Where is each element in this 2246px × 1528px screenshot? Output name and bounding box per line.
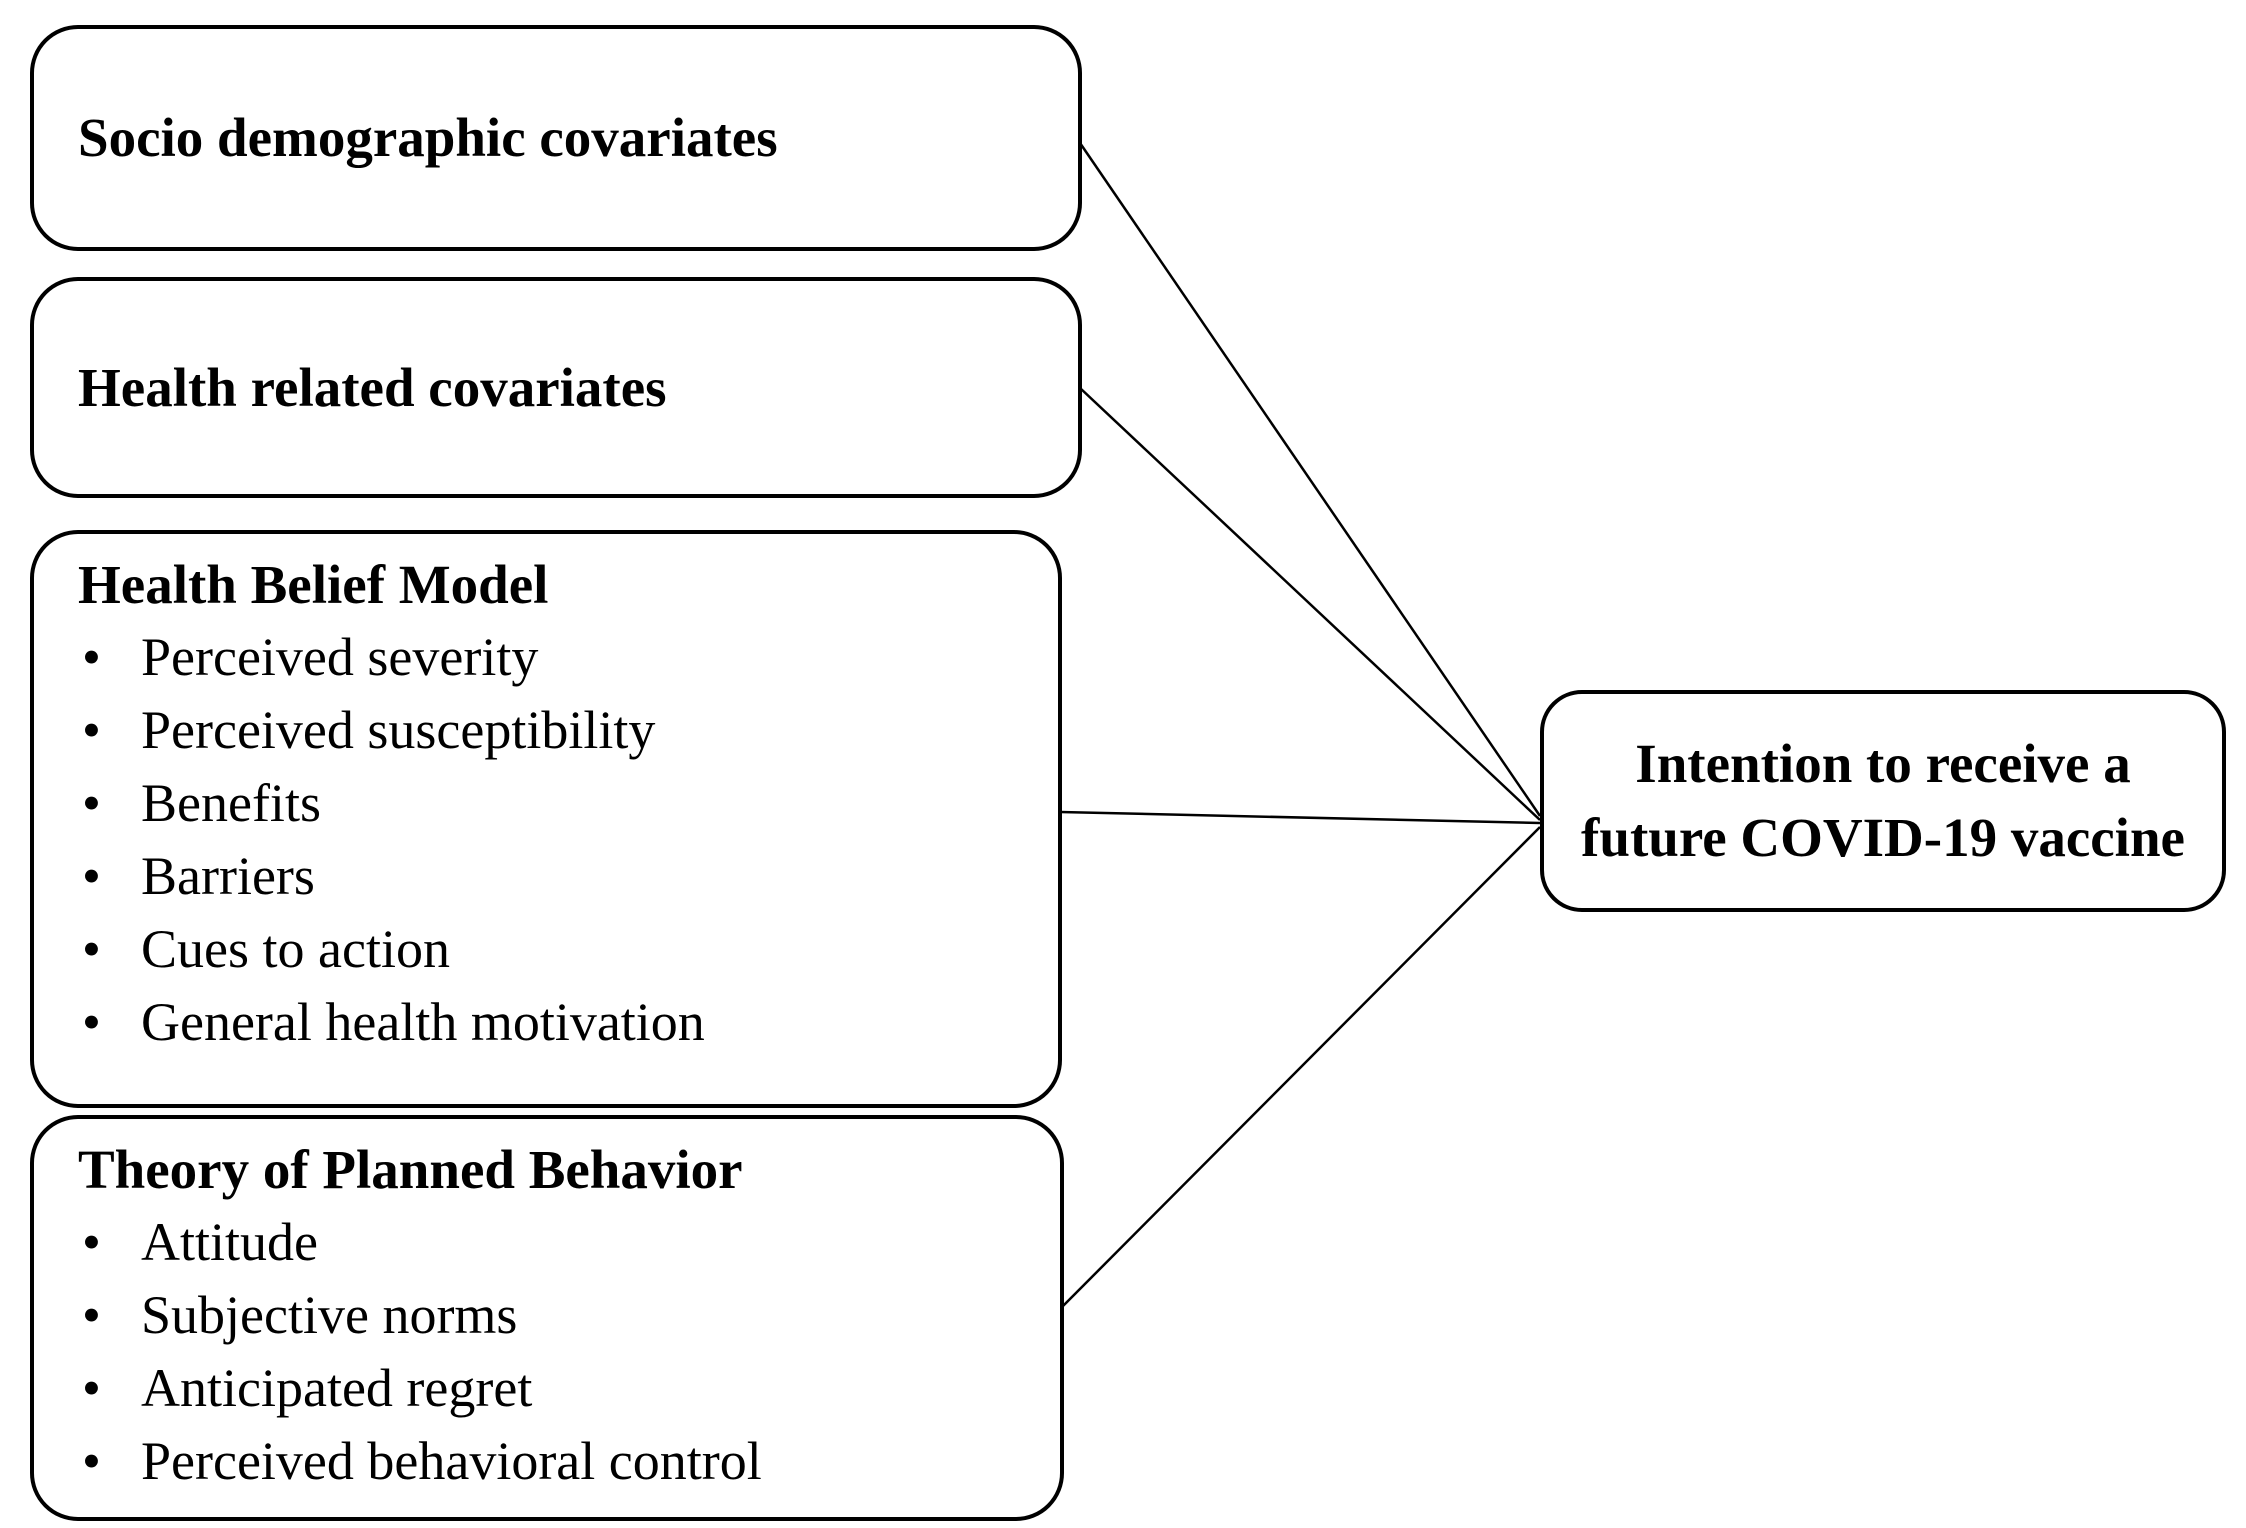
- list-item: Barriers: [78, 840, 1028, 913]
- list-item: Anticipated regret: [78, 1352, 1030, 1425]
- connector-health-to-outcome: [1079, 387, 1541, 821]
- predictor-box-health-related: Health related covariates: [30, 277, 1082, 498]
- list-item: General health motivation: [78, 986, 1028, 1059]
- list-item: Cues to action: [78, 913, 1028, 986]
- connector-hbm-to-outcome: [1059, 810, 1541, 825]
- list-item: Perceived severity: [78, 621, 1028, 694]
- list-item: Benefits: [78, 767, 1028, 840]
- connector-socio-to-outcome: [1078, 142, 1542, 817]
- theory-planned-behavior-list: Attitude Subjective norms Anticipated re…: [78, 1206, 1030, 1498]
- box-title-health-related: Health related covariates: [78, 356, 667, 418]
- box-title-socio-demographic: Socio demographic covariates: [78, 107, 778, 169]
- outcome-box-intention: Intention to receive a future COVID-19 v…: [1540, 690, 2226, 912]
- list-item: Perceived behavioral control: [78, 1425, 1030, 1498]
- predictor-box-socio-demographic: Socio demographic covariates: [30, 25, 1082, 251]
- box-title-intention: Intention to receive a future COVID-19 v…: [1581, 733, 2185, 868]
- box-title-health-belief-model: Health Belief Model: [78, 554, 549, 615]
- list-item: Attitude: [78, 1206, 1030, 1279]
- predictor-box-theory-planned-behavior: Theory of Planned Behavior Attitude Subj…: [30, 1115, 1064, 1521]
- box-title-theory-planned-behavior: Theory of Planned Behavior: [78, 1139, 743, 1200]
- list-item: Perceived susceptibility: [78, 694, 1028, 767]
- list-item: Subjective norms: [78, 1279, 1030, 1352]
- predictor-box-health-belief-model: Health Belief Model Perceived severity P…: [30, 530, 1062, 1108]
- health-belief-model-list: Perceived severity Perceived susceptibil…: [78, 621, 1028, 1059]
- connector-tpb-to-outcome: [1061, 826, 1541, 1308]
